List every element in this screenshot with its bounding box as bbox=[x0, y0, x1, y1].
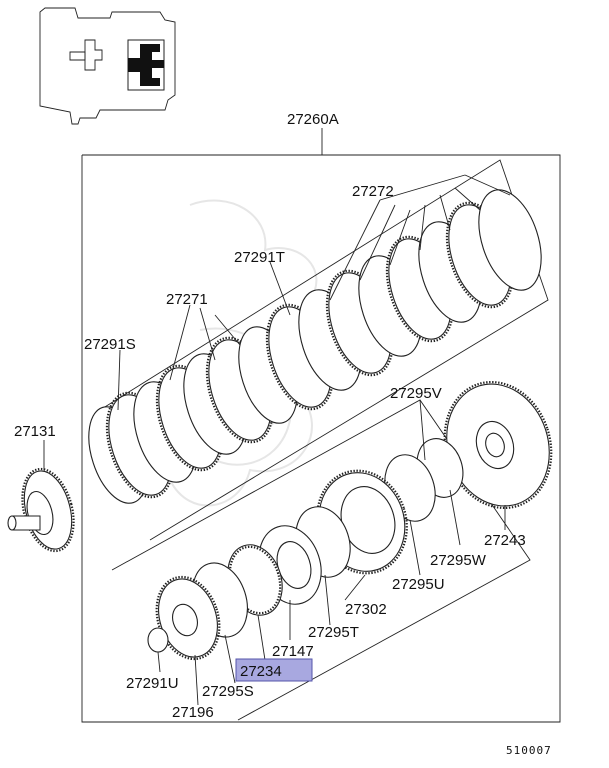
snap-ring-u bbox=[147, 627, 169, 653]
label-27196[interactable]: 27196 bbox=[172, 704, 214, 721]
label-27295w[interactable]: 27295W bbox=[430, 552, 487, 569]
input-shaft-gear bbox=[7, 467, 75, 553]
selected-part-highlight bbox=[235, 658, 313, 682]
label-27295s[interactable]: 27295S bbox=[202, 683, 254, 700]
label-27271[interactable]: 27271 bbox=[166, 291, 208, 308]
label-27291t[interactable]: 27291T bbox=[234, 249, 285, 266]
label-27291u[interactable]: 27291U bbox=[126, 675, 179, 692]
diagram-code: 510007 bbox=[506, 744, 552, 757]
label-27295u[interactable]: 27295U bbox=[392, 576, 445, 593]
front-sun-gear bbox=[155, 575, 221, 661]
label-27291s[interactable]: 27291S bbox=[84, 336, 136, 353]
clutch-plate-stack bbox=[88, 189, 542, 504]
label-27302[interactable]: 27302 bbox=[345, 601, 387, 618]
leader-lines bbox=[43, 174, 511, 706]
label-27260a[interactable]: 27260A bbox=[287, 111, 339, 128]
assembly-bracket bbox=[81, 128, 561, 723]
label-27234[interactable]: 27234 bbox=[240, 663, 282, 680]
clutch-drum bbox=[443, 380, 553, 510]
label-27243[interactable]: 27243 bbox=[484, 532, 526, 549]
label-27272[interactable]: 27272 bbox=[352, 183, 394, 200]
label-27131[interactable]: 27131 bbox=[14, 423, 56, 440]
label-27147[interactable]: 27147 bbox=[272, 643, 314, 660]
label-27295v[interactable]: 27295V bbox=[390, 385, 442, 402]
label-27295t[interactable]: 27295T bbox=[308, 624, 359, 641]
transmission-location-thumbnail bbox=[39, 7, 176, 125]
